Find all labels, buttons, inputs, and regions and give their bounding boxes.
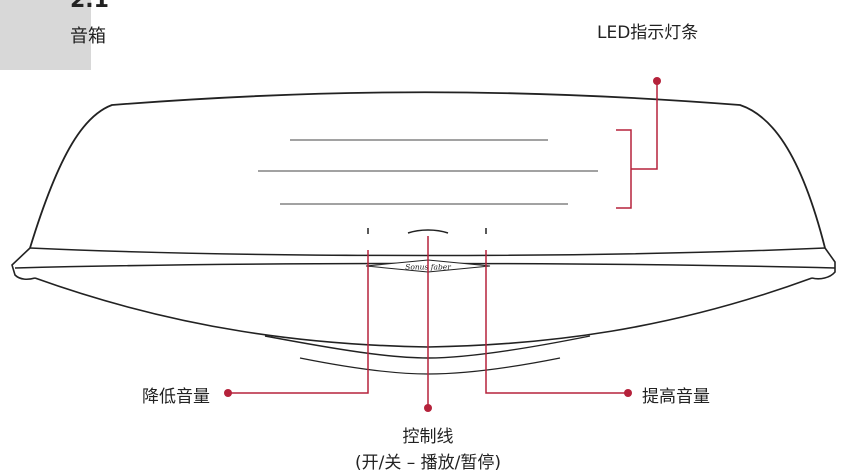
volume-down-callout-line <box>228 250 369 394</box>
speaker-bowl <box>34 277 813 348</box>
volume-up-callout-line <box>485 250 628 394</box>
led-callout-line <box>631 81 658 170</box>
led-bracket <box>616 129 632 209</box>
control-line-mark <box>407 229 449 234</box>
control-line-sublabel: (开/关 – 播放/暂停) <box>354 453 502 473</box>
speaker-right-end <box>811 247 836 280</box>
volume-up-callout-dot <box>624 389 632 397</box>
section-tab <box>0 0 91 70</box>
volume-down-label: 降低音量 <box>142 387 210 407</box>
control-line-label: 控制线 <box>402 427 454 447</box>
speaker-top-outline <box>29 91 826 249</box>
volume-down-callout-dot <box>224 389 232 397</box>
section-number: 2.1 <box>70 0 109 13</box>
section-title: 音箱 <box>70 26 106 47</box>
volume-up-label: 提高音量 <box>642 387 710 407</box>
speaker-left-end <box>11 247 36 281</box>
speaker-foot-bottom <box>299 357 561 375</box>
control-callout-dot <box>424 404 432 412</box>
speaker-ledge-top <box>29 247 826 257</box>
led-callout-dot <box>653 77 661 85</box>
led-strip-label: LED指示灯条 <box>597 23 699 43</box>
